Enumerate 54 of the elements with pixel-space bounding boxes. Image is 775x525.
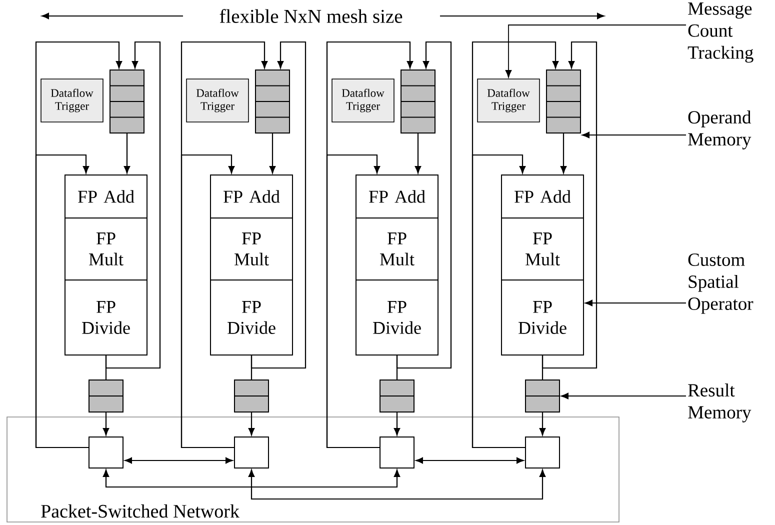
arrow xyxy=(102,412,110,436)
queue-block xyxy=(546,70,581,134)
leader-line xyxy=(560,392,686,400)
operator-box: FP Add FP Mult FP Divide xyxy=(64,174,148,356)
arrow xyxy=(250,41,306,369)
queue-block xyxy=(110,70,144,134)
router-box xyxy=(525,436,560,468)
arrow xyxy=(269,133,276,174)
arrow xyxy=(35,154,90,448)
arrow xyxy=(326,154,380,448)
router-box xyxy=(380,436,414,468)
operator-box: FP Add FP Mult FP Divide xyxy=(501,174,584,356)
operator-box: FP Add FP Mult FP Divide xyxy=(210,174,293,356)
buffer-block xyxy=(380,380,414,412)
arrow xyxy=(248,412,255,436)
leader-line xyxy=(584,300,686,306)
arrow xyxy=(105,41,161,369)
leader-line xyxy=(505,24,686,78)
arrow xyxy=(180,154,235,448)
arrow xyxy=(124,133,130,174)
arrow xyxy=(416,457,524,464)
arrow xyxy=(394,412,400,436)
callout-text: Result Memory xyxy=(688,384,752,422)
operator-box: FP Add FP Mult FP Divide xyxy=(356,174,438,356)
leader-line xyxy=(582,132,686,138)
arrow xyxy=(124,457,233,464)
arrow xyxy=(472,154,526,448)
network-box: Packet-Switched Network xyxy=(6,416,620,522)
callout-text: Operand Memory xyxy=(688,110,752,150)
connector-line xyxy=(250,355,252,380)
trigger-box: Dataflow Trigger xyxy=(40,78,104,122)
title-text: flexible NxN mesh size xyxy=(220,9,402,23)
buffer-block xyxy=(88,380,124,412)
trigger-box: Dataflow Trigger xyxy=(332,78,394,122)
arrow xyxy=(414,133,422,174)
arrow xyxy=(542,41,598,369)
trigger-box: Dataflow Trigger xyxy=(186,78,249,122)
connector-line xyxy=(542,355,544,380)
router-box xyxy=(234,436,269,468)
arrow xyxy=(102,470,400,488)
queue-block xyxy=(255,70,290,134)
arrow xyxy=(248,470,546,500)
queue-block xyxy=(400,70,436,134)
connector-line xyxy=(396,355,398,380)
connector-line xyxy=(105,355,107,380)
arrow xyxy=(396,41,452,369)
callout-text: Message Count Tracking xyxy=(688,2,754,63)
router-box xyxy=(88,436,124,468)
arrow xyxy=(560,133,567,174)
buffer-block xyxy=(525,380,560,412)
trigger-box: Dataflow Trigger xyxy=(477,78,540,122)
buffer-block xyxy=(234,380,269,412)
callout-text: Custom Spatial Operator xyxy=(688,254,754,314)
arrow xyxy=(539,412,546,436)
